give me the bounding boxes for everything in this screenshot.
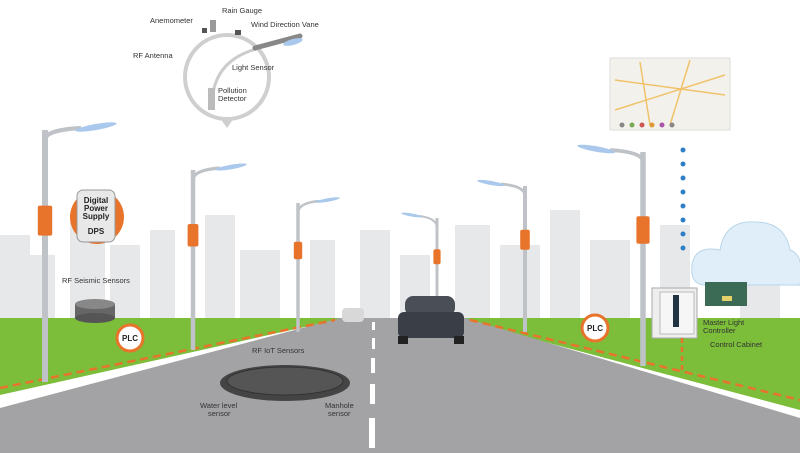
anemometer-label: Anemometer [150, 16, 193, 25]
dps-badge: Digital Power Supply DPS [70, 189, 124, 244]
water-level-label-1: Water level [200, 401, 238, 410]
link-dot [680, 189, 686, 195]
pollution-label-2: Detector [218, 94, 247, 103]
plc-left-text: PLC [122, 334, 138, 343]
dps-line1: Digital [84, 196, 108, 205]
street-lamp [401, 212, 441, 322]
rf-antenna-label: RF Antenna [133, 51, 173, 60]
wind-vane-label: Wind Direction Vane [251, 20, 319, 29]
map-thumbnail [609, 57, 731, 131]
control-cabinet-icon [651, 287, 698, 339]
sensor-callout: Anemometer Rain Gauge Wind Direction Van… [133, 6, 319, 128]
street-lamp [187, 163, 247, 350]
control-cabinet-label: Control Cabinet [710, 340, 763, 349]
car-near [398, 296, 464, 344]
street-lamp [37, 122, 117, 382]
dps-line3: Supply [83, 212, 110, 221]
link-dot [680, 147, 686, 153]
street-lamp [293, 197, 340, 332]
manhole-label-1: Manhole [325, 401, 354, 410]
water-level-label-2: sensor [208, 409, 231, 418]
link-dot [680, 161, 686, 167]
rain-gauge-label: Rain Gauge [222, 6, 262, 15]
link-dot [680, 203, 686, 209]
manhole-label-2: sensor [328, 409, 351, 418]
street-lamp [577, 144, 650, 366]
street-lamp [477, 179, 530, 332]
seismic-label: RF Seismic Sensors [62, 276, 130, 285]
master-controller-label-2: Controller [703, 326, 736, 335]
plc-right-text: PLC [587, 324, 603, 333]
light-sensor-label: Light Sensor [232, 63, 275, 72]
controller-board-icon [705, 282, 747, 306]
link-dot [680, 231, 686, 237]
road-edge-right [469, 318, 800, 402]
road [0, 318, 800, 453]
link-dot [680, 217, 686, 223]
master-controller-label-1: Master Light [703, 318, 745, 327]
link-dot [680, 245, 686, 251]
car-far [342, 308, 364, 322]
wireless-link-dots [680, 147, 686, 251]
iot-label: RF IoT Sensors [252, 346, 305, 355]
cloud-icon [691, 221, 800, 286]
dps-line2: Power [84, 204, 108, 213]
grass-left [0, 318, 345, 395]
plc-left-badge: PLC [115, 323, 145, 353]
city-skyline [0, 210, 780, 325]
seismic-sensor-icon [75, 299, 115, 323]
pollution-label-1: Pollution [218, 86, 247, 95]
dps-text: DPS [88, 227, 105, 236]
road-edge-left [0, 318, 336, 390]
center-line [369, 322, 375, 448]
plc-right-badge: PLC [580, 313, 610, 343]
manhole-icon [220, 365, 350, 401]
link-dot [680, 175, 686, 181]
